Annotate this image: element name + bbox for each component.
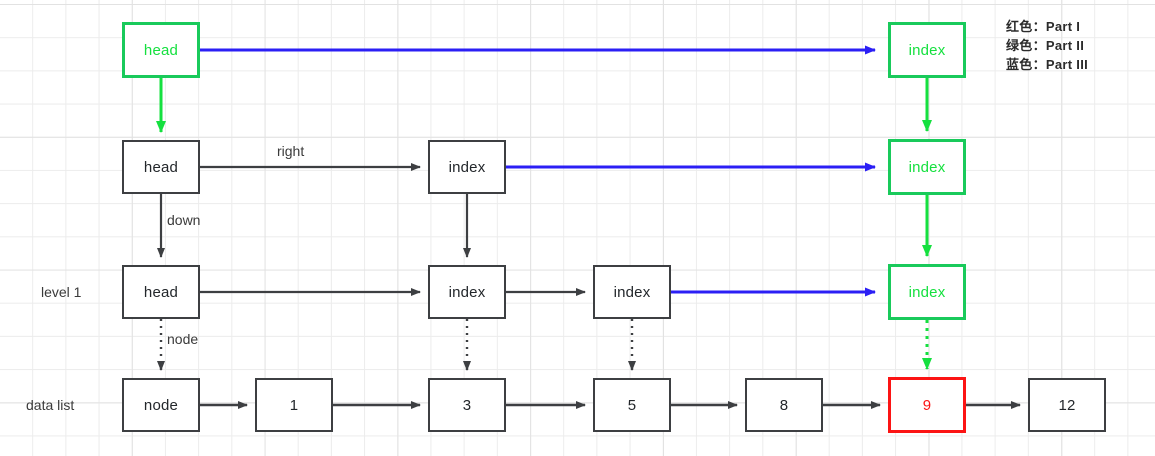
node-label: 1: [289, 396, 299, 414]
node-row2-index[interactable]: index: [428, 140, 506, 194]
node-label: head: [143, 41, 179, 59]
legend-item-red: 红色：Part I: [1006, 19, 1081, 34]
legend: 红色：Part I 绿色：Part II 蓝色：Part III: [1006, 18, 1088, 75]
node-label: index: [448, 283, 486, 301]
node-level1-index-1[interactable]: index: [428, 265, 506, 319]
node-label: 5: [627, 396, 637, 414]
node-label: index: [613, 283, 651, 301]
node-label: index: [908, 158, 946, 176]
node-data-1[interactable]: 1: [255, 378, 333, 432]
node-row2-index-green[interactable]: index: [888, 139, 966, 195]
node-label: index: [448, 158, 486, 176]
legend-item-blue: 蓝色：Part III: [1006, 56, 1089, 72]
node-data-9[interactable]: 9: [888, 377, 966, 433]
node-data-5[interactable]: 5: [593, 378, 671, 432]
node-label: head: [143, 283, 179, 301]
node-level1-index-green[interactable]: index: [888, 264, 966, 320]
node-label: head: [143, 158, 179, 176]
node-level1-index-2[interactable]: index: [593, 265, 671, 319]
node-label: 12: [1058, 396, 1076, 414]
node-level1-head[interactable]: head: [122, 265, 200, 319]
edge-label-node: node: [167, 331, 199, 347]
node-label: node: [143, 396, 179, 414]
row-label-data-list: data list: [26, 397, 75, 413]
node-data-12[interactable]: 12: [1028, 378, 1106, 432]
node-label: index: [908, 283, 946, 301]
edge-label-down: down: [167, 212, 201, 228]
node-data-node[interactable]: node: [122, 378, 200, 432]
node-label: 9: [922, 396, 932, 414]
row-label-level-1: level 1: [41, 284, 82, 300]
node-label: 8: [779, 396, 789, 414]
node-row2-head[interactable]: head: [122, 140, 200, 194]
node-top-index[interactable]: index: [888, 22, 966, 78]
node-data-8[interactable]: 8: [745, 378, 823, 432]
node-label: index: [908, 41, 946, 59]
edge-label-right: right: [277, 143, 305, 159]
node-data-3[interactable]: 3: [428, 378, 506, 432]
node-top-head[interactable]: head: [122, 22, 200, 78]
legend-item-green: 绿色：Part II: [1006, 37, 1085, 53]
node-label: 3: [462, 396, 472, 414]
